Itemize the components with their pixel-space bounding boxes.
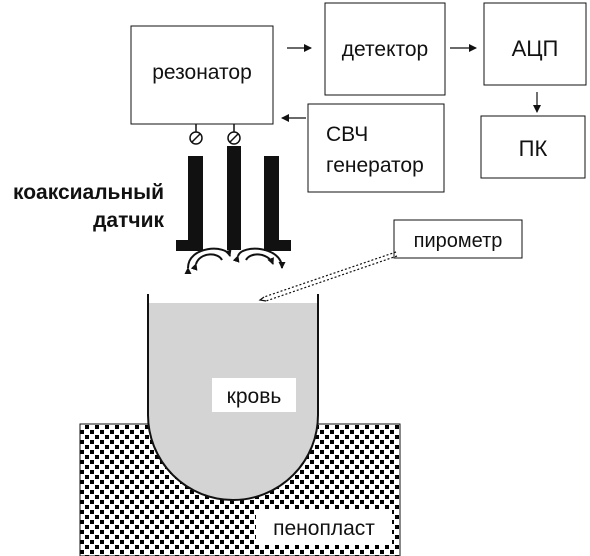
- generator-label-line2: генератор: [326, 154, 424, 177]
- pc-box: [480, 115, 586, 179]
- generator-label-line1: СВЧ: [326, 123, 368, 146]
- resonator-connectors: [189, 124, 241, 145]
- pc-label: ПК: [519, 136, 548, 161]
- sensor-label-line1: коаксиальный: [13, 181, 164, 204]
- resonator-box: [130, 25, 274, 125]
- generator-box: [307, 103, 445, 193]
- detector-label: детектор: [342, 38, 428, 61]
- foam-label: пенопласт: [273, 517, 375, 540]
- detector-box: [324, 2, 446, 96]
- coaxial-sensor: [176, 146, 291, 251]
- foam-label-group: пенопласт: [256, 510, 392, 544]
- pyrometer-label: пирометр: [414, 230, 503, 252]
- sensor-label-line2: датчик: [93, 209, 164, 232]
- resonator-label: резонатор: [152, 61, 252, 84]
- pyrometer-beam: [258, 251, 398, 302]
- field-lines: [184, 247, 286, 275]
- blood-label-group: кровь: [212, 378, 296, 412]
- blood-label: кровь: [227, 385, 282, 408]
- adc-label: АЦП: [512, 36, 559, 61]
- adc-box: [483, 2, 587, 86]
- pyrometer-box: [393, 219, 523, 259]
